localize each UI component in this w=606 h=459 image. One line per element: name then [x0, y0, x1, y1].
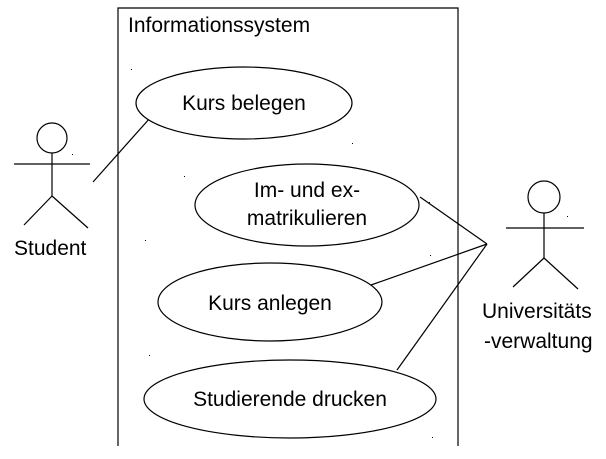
matrikulieren-ellipse — [194, 163, 420, 247]
verwaltung-label-line1: Universitäts — [482, 300, 592, 323]
kurs-anlegen-label: Kurs anlegen — [208, 292, 332, 315]
system-boundary — [117, 7, 459, 446]
verwaltung-head — [527, 180, 561, 214]
student-left-leg — [23, 195, 53, 226]
use-case-matrikulieren: Im- und ex- matrikulieren — [194, 163, 420, 247]
use-case-drucken: Studierende drucken — [143, 359, 437, 439]
association-verwaltung-drucken — [396, 243, 488, 371]
association-verwaltung-kurs-anlegen — [370, 243, 488, 286]
use-case-kurs-belegen: Kurs belegen — [135, 66, 353, 140]
matrikulieren-label-line1: Im- und ex- — [254, 179, 360, 202]
association-student-kurs-belegen — [92, 117, 151, 183]
verwaltung-right-leg — [543, 257, 579, 290]
drucken-ellipse — [143, 359, 437, 439]
matrikulieren-label-line2: matrikulieren — [247, 207, 367, 230]
system-title: Informationssystem — [128, 14, 310, 37]
verwaltung-left-leg — [512, 257, 545, 288]
student-right-leg — [51, 195, 89, 229]
student-label: Student — [14, 237, 87, 260]
actor-verwaltung: Universitäts -verwaltung — [482, 180, 593, 353]
association-verwaltung-matrikulieren — [419, 196, 488, 245]
verwaltung-label-line2: -verwaltung — [484, 330, 593, 353]
scan-specks — [72, 69, 568, 438]
actor-student: Student — [14, 122, 90, 260]
drucken-label: Studierende drucken — [193, 388, 387, 411]
kurs-belegen-ellipse — [135, 66, 353, 140]
kurs-belegen-label: Kurs belegen — [182, 92, 306, 115]
use-case-kurs-anlegen: Kurs anlegen — [157, 262, 383, 342]
kurs-anlegen-ellipse — [157, 262, 383, 342]
student-head — [36, 122, 68, 154]
